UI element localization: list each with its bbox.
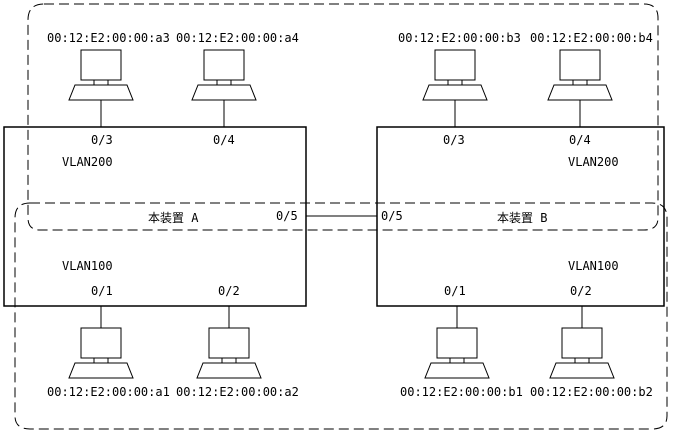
cables <box>100 100 583 328</box>
switch-b-vlan200-label: VLAN200 <box>568 155 619 169</box>
switch-b-port-0-4: 0/4 <box>569 133 591 147</box>
computer-terminal-icon-b2 <box>549 327 615 379</box>
computer-terminal-icon-a2 <box>196 327 262 379</box>
switch-a-port-0-1: 0/1 <box>91 284 113 298</box>
switch-a-port-0-5: 0/5 <box>276 209 298 223</box>
switch-b-port-0-1: 0/1 <box>444 284 466 298</box>
mac-label-a2: 00:12:E2:00:00:a2 <box>176 385 299 399</box>
mac-label-b1: 00:12:E2:00:00:b1 <box>400 385 523 399</box>
switch-a-port-0-3: 0/3 <box>91 133 113 147</box>
mac-label-a1: 00:12:E2:00:00:a1 <box>47 385 170 399</box>
mac-label-b3: 00:12:E2:00:00:b3 <box>398 31 521 45</box>
switch-a-port-0-4: 0/4 <box>213 133 235 147</box>
switch-b-port-0-3: 0/3 <box>443 133 465 147</box>
switch-a-vlan200-label: VLAN200 <box>62 155 113 169</box>
mac-label-a3: 00:12:E2:00:00:a3 <box>47 31 170 45</box>
switch-b-port-0-5: 0/5 <box>381 209 403 223</box>
switch-b-label: 本装置 B <box>497 211 547 225</box>
switch-a-label: 本装置 A <box>148 211 199 225</box>
mac-label-a4: 00:12:E2:00:00:a4 <box>176 31 299 45</box>
switch-b: 本装置 B VLAN200 VLAN100 0/3 0/4 0/5 0/1 0/… <box>376 126 665 307</box>
switch-a-vlan100-label: VLAN100 <box>62 259 113 273</box>
switch-a: 本装置 A VLAN200 VLAN100 0/3 0/4 0/5 0/1 0/… <box>3 126 307 307</box>
switch-a-port-0-2: 0/2 <box>218 284 240 298</box>
switch-b-vlan100-label: VLAN100 <box>568 259 619 273</box>
mac-label-b2: 00:12:E2:00:00:b2 <box>530 385 653 399</box>
computer-terminal-icon-b3 <box>422 49 488 101</box>
mac-label-b4: 00:12:E2:00:00:b4 <box>530 31 653 45</box>
computer-terminal-icon-b4 <box>547 49 613 101</box>
computer-terminal-icon-b1 <box>424 327 490 379</box>
computer-terminal-icon-a1 <box>68 327 134 379</box>
vlan100-region <box>14 202 668 430</box>
computer-terminal-icon-a3 <box>68 49 134 101</box>
computer-terminal-icon-a4 <box>191 49 257 101</box>
vlan200-region <box>27 3 659 231</box>
terminals <box>68 49 615 379</box>
switch-b-port-0-2: 0/2 <box>570 284 592 298</box>
